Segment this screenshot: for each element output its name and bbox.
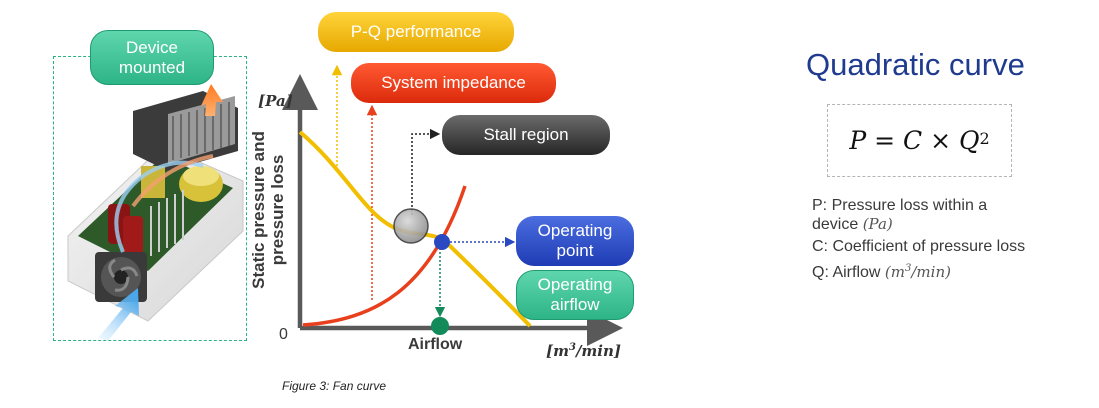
operating-airflow-marker [431,317,449,335]
x-axis-unit: [m3/min] [546,342,621,360]
device-mounted-label: Device mounted [90,30,214,85]
operating-point-marker [434,234,450,250]
pq-performance-label: P-Q performance [318,12,514,52]
system-impedance-label: System impedance [351,63,556,103]
stall-region-marker [393,208,429,244]
operating-point-label: Operating point [516,216,634,266]
legend-p: P: Pressure loss within a device (Pa) [812,197,988,233]
y-axis-unit: [Pa] [258,92,293,110]
device-illustration [67,84,244,341]
stall-pointer [411,128,441,215]
y-axis-label: Static pressure and pressure loss [249,131,287,289]
quadratic-curve-title: Quadratic curve [806,47,1025,82]
legend-c: C: Coefficient of pressure loss [812,238,1026,255]
operating-airflow-label: Operating airflow [516,270,634,320]
legend-q: Q: Airflow (m3/min) [812,263,951,281]
impedance-curve [302,185,467,327]
airflow-out-arrow [201,84,223,116]
origin-label: 0 [279,326,288,343]
figure-caption: Figure 3: Fan curve [282,379,387,393]
stall-region-label: Stall region [442,115,610,155]
airflow-in-arrow [98,288,139,341]
x-axis-label: Airflow [408,336,463,353]
fan-curve-chart [282,64,623,346]
